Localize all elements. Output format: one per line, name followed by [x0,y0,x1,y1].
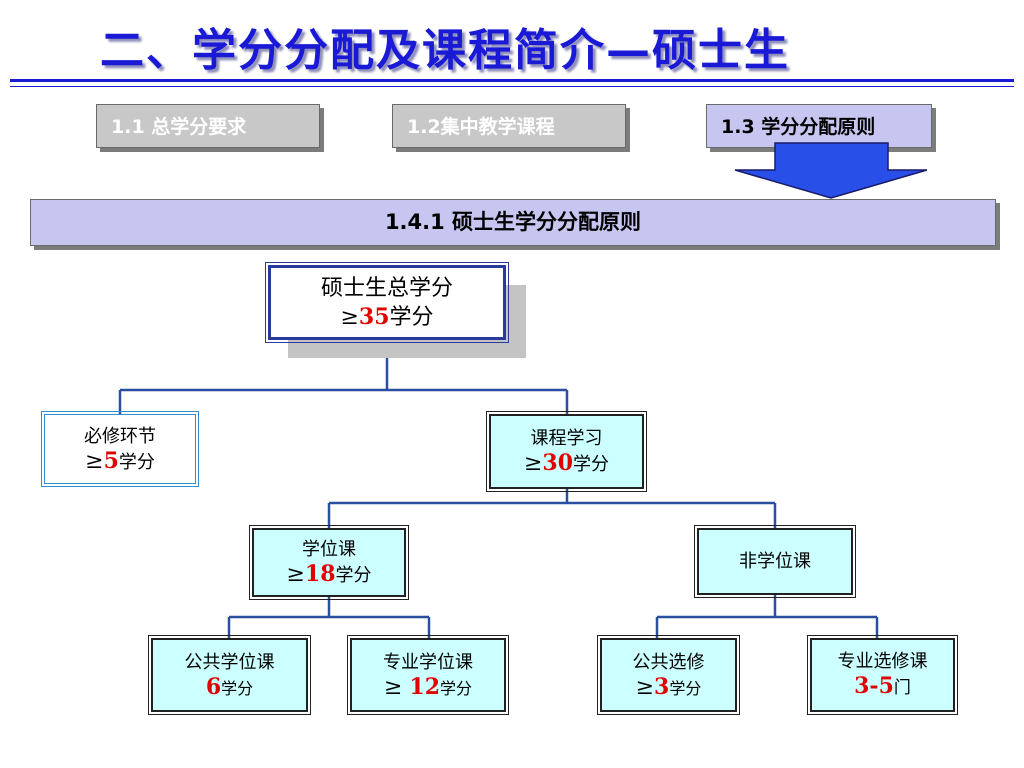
title-underline [10,79,1014,82]
node-public-degree-courses: 公共学位课 6学分 [148,635,311,715]
ge-symbol: ≥ [523,451,543,476]
tab-centralized-courses[interactable]: 1.2集中教学课程 [392,104,626,148]
credit-unit: 学分 [573,454,610,475]
credit-value: 18 [304,561,336,587]
ge-symbol: ≥ [340,304,359,330]
title-underline-thin [10,86,1014,87]
node-major-electives: 专业选修课 3-5门 [807,635,958,715]
node-total-credits: 硕士生总学分 ≥35学分 [265,262,509,343]
credit-unit: 学分 [389,304,434,330]
tab-label: 1.2集中教学课程 [407,116,555,138]
node-major-degree-courses: 专业学位课 ≥ 12学分 [347,635,509,715]
node-course-study: 课程学习 ≥30学分 [486,411,647,492]
credit-unit: 学分 [669,678,702,698]
node-credits: ≥35学分 [340,303,433,332]
node-non-degree-courses: 非学位课 [694,525,856,598]
node-public-electives: 公共选修 ≥3学分 [597,635,740,715]
credit-unit: 学分 [440,678,473,698]
node-degree-courses: 学位课 ≥18学分 [249,525,409,600]
section-banner: 1.4.1 硕士生学分分配原则 [30,199,996,246]
ge-symbol: ≥ [286,562,305,587]
tab-label: 1.1 总学分要求 [111,116,247,138]
ge-symbol: ≥ [635,674,655,700]
node-credits: ≥30学分 [524,451,609,477]
node-title: 必修环节 [84,425,156,447]
node-title: 专业学位课 [383,651,473,673]
node-title: 公共学位课 [184,651,275,673]
down-arrow-icon [734,142,928,199]
credit-value: 30 [542,450,574,476]
tab-credit-allocation-principle[interactable]: 1.3 学分分配原则 [706,104,932,148]
node-credits: 3-5门 [854,674,911,701]
node-title: 非学位课 [739,551,811,572]
tab-label: 1.3 学分分配原则 [721,116,876,138]
node-title: 硕士生总学分 [320,275,453,301]
credit-unit: 学分 [335,565,372,586]
node-title: 学位课 [302,539,356,560]
page-title: 二、学分分配及课程简介—硕士生 [100,25,790,76]
credit-unit: 学分 [221,678,254,698]
credit-value: 3 [654,673,670,700]
node-credits: ≥3学分 [635,673,702,701]
node-required-sections: 必修环节 ≥5学分 [41,411,199,487]
credit-unit: 门 [893,678,911,698]
node-credits: ≥18学分 [286,562,371,588]
credit-value: 12 [409,673,441,700]
node-title: 专业选修课 [837,651,928,672]
credit-unit: 学分 [118,451,155,473]
node-credits: 6学分 [205,673,254,701]
credit-value: 5 [103,447,119,474]
credit-value: 6 [205,673,222,700]
credit-value: 35 [358,303,390,330]
ge-symbol: ≥ [85,448,104,474]
node-title: 课程学习 [530,428,603,449]
node-credits: ≥5学分 [85,447,155,475]
credit-value: 3-5 [854,673,894,699]
ge-symbol: ≥ [383,674,410,700]
node-title: 公共选修 [632,651,705,673]
node-credits: ≥ 12学分 [383,673,473,701]
tab-total-credit-requirement[interactable]: 1.1 总学分要求 [96,104,320,148]
